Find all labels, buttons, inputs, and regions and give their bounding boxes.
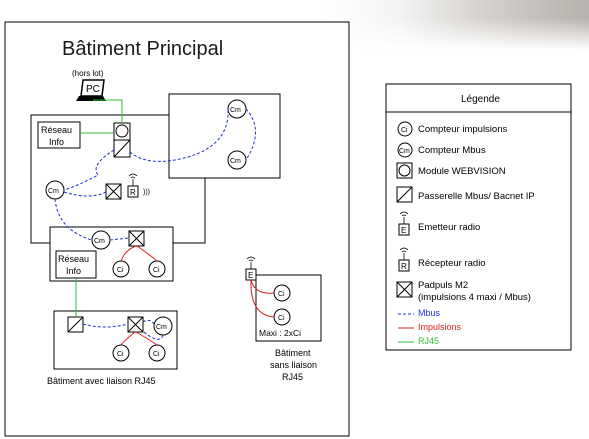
svg-text:Ci: Ci [117, 267, 124, 274]
svg-text:Cm: Cm [156, 324, 167, 331]
svg-text:Cm: Cm [48, 188, 59, 195]
svg-text:E: E [401, 226, 406, 235]
legend-padpuls-icon [397, 282, 412, 297]
svg-text:Cm: Cm [230, 107, 241, 114]
svg-text:E: E [248, 271, 253, 280]
reseau-info-2-line2: Info [66, 266, 81, 276]
cm-lower: Cm [92, 231, 110, 249]
ci-annex-2: Ci [274, 309, 290, 325]
radio-waves-glyph: ))) [143, 189, 150, 196]
page-title: Bâtiment Principal [62, 38, 223, 60]
legend-padpuls-line2: (impulsions 4 maxi / Mbus) [418, 292, 531, 303]
legend-padpuls-line1: Padpuls M2 [418, 280, 468, 291]
svg-text:R: R [401, 262, 407, 271]
cm-wing-top: Cm [228, 100, 246, 118]
annex-caption-line3: RJ45 [282, 372, 303, 382]
padpuls-building-rj45 [128, 317, 143, 332]
building-rj45-caption: Bâtiment avec liaison RJ45 [47, 376, 156, 386]
ci-lower-1: Ci [113, 261, 129, 277]
svg-text:Ci: Ci [278, 315, 285, 322]
reseau-info-2-line1: Réseau [58, 254, 89, 264]
svg-text:Cm: Cm [399, 148, 410, 155]
ci-building-rj45-1: Ci [113, 345, 129, 361]
svg-text:R: R [130, 188, 136, 197]
legend-compteur-mbus: Compteur Mbus [418, 145, 486, 156]
legend-rj45-label: RJ45 [418, 336, 439, 346]
legend-webvision-icon [397, 163, 412, 178]
legend-emetteur: Emetteur radio [418, 222, 480, 233]
building-wing-box [169, 94, 280, 178]
ci-annex-1: Ci [274, 285, 290, 301]
cm-building-rj45: Cm [154, 317, 172, 335]
ci-lower-2: Ci [149, 261, 165, 277]
svg-text:Ci: Ci [153, 351, 160, 358]
annex-caption-line2: sans liaison [270, 360, 317, 370]
legend-module-webvision: Module WEBVISION [418, 166, 506, 177]
legend-passerelle: Passerelle Mbus/ Bacnet IP [418, 191, 535, 202]
svg-text:Ci: Ci [278, 291, 285, 298]
hors-lot-label: (hors lot) [72, 69, 104, 78]
padpuls-main [106, 184, 121, 199]
cm-wing-bottom: Cm [228, 151, 246, 169]
reseau-info-1-line1: Réseau [41, 125, 72, 135]
svg-text:Ci: Ci [153, 267, 160, 274]
legend-passerelle-icon [397, 187, 412, 202]
annex-caption-line1: Bâtiment [275, 348, 311, 358]
legend-recepteur: Récepteur radio [418, 258, 486, 269]
legend-mbus-label: Mbus [418, 308, 441, 318]
legend-impulsions-label: Impulsions [418, 322, 462, 332]
legend-title: Légende [461, 94, 500, 105]
ci-building-rj45-2: Ci [149, 345, 165, 361]
svg-text:PC: PC [86, 84, 100, 95]
svg-text:Cm: Cm [94, 238, 105, 245]
legend-compteur-impulsions: Compteur impulsions [418, 124, 507, 135]
annex-maxi-label: Maxi : 2xCi [259, 328, 301, 338]
cm-main-left: Cm [46, 181, 64, 199]
legend-ci-icon: Ci [398, 122, 412, 136]
padpuls-lower [129, 231, 144, 246]
legend-cm-icon: Cm [398, 143, 412, 157]
reseau-info-1-line2: Info [49, 137, 64, 147]
svg-text:Ci: Ci [401, 127, 408, 134]
svg-text:Ci: Ci [117, 351, 124, 358]
svg-text:Cm: Cm [230, 158, 241, 165]
